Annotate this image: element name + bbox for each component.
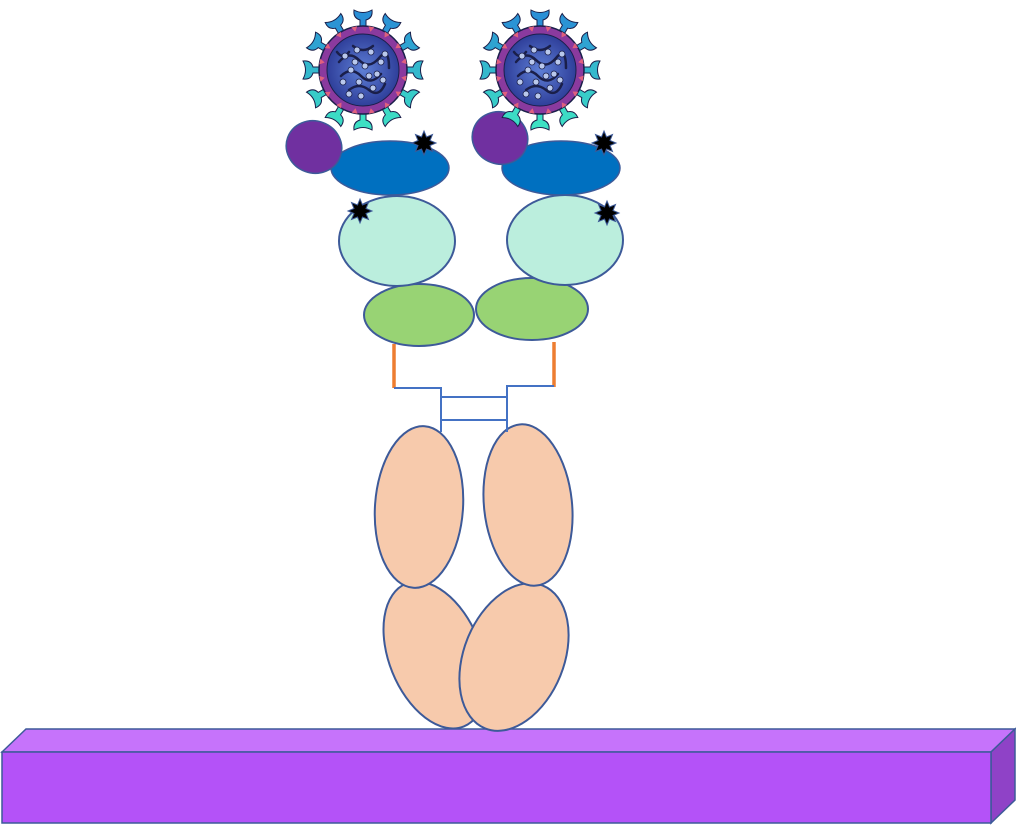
star-marker-icon (410, 129, 438, 157)
fc-domain-lower-right (458, 582, 570, 732)
constant-domain-right (475, 277, 589, 341)
substrate-front-face (1, 751, 992, 824)
fc-region (373, 423, 574, 732)
hinge-region (392, 342, 556, 432)
antigen-domain-left (285, 120, 343, 174)
star-marker-icon (593, 199, 621, 227)
fc-domain-upper-left (373, 425, 465, 589)
star-marker-icon (346, 197, 374, 225)
binding-domain-right (501, 140, 621, 196)
virus-icon (479, 9, 601, 131)
star-marker-icon (590, 129, 618, 157)
substrate-top-face (0, 728, 1016, 753)
constant-domain-left (363, 283, 475, 347)
virus-icon (302, 9, 424, 131)
linker-left (394, 387, 442, 432)
substrate-surface (0, 727, 1016, 825)
fab-arm-left (285, 120, 475, 347)
fc-domain-upper-right (482, 423, 574, 587)
linker-right (506, 385, 554, 432)
fab-arm-right (471, 111, 624, 341)
